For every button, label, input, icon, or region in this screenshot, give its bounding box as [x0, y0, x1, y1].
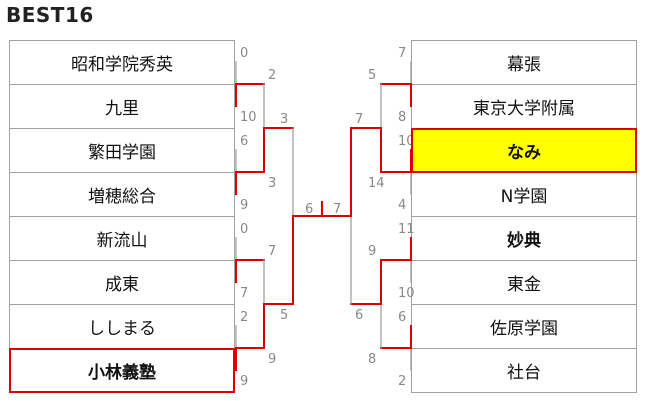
score-label: 0: [240, 46, 248, 61]
score-label: 9: [368, 244, 376, 259]
score-label: 10: [398, 134, 415, 149]
score-label: 3: [280, 112, 288, 127]
score-label: 5: [280, 308, 288, 323]
team-right-6: 東金: [411, 260, 637, 305]
team-left-3: 繁田学園: [9, 128, 235, 173]
score-label: 2: [398, 374, 406, 389]
score-label: 8: [368, 352, 376, 367]
score-label: 9: [240, 198, 248, 213]
team-right-5: 妙典: [411, 216, 637, 261]
team-left-5: 新流山: [9, 216, 235, 261]
score-label: 14: [368, 176, 385, 191]
score-label: 4: [398, 198, 406, 213]
score-label: 2: [268, 68, 276, 83]
team-right-3: なみ: [411, 128, 637, 173]
team-left-1: 昭和学院秀英: [9, 40, 235, 85]
team-left-6: 成東: [9, 260, 235, 305]
score-label: 6: [305, 202, 313, 217]
score-label: 9: [240, 374, 248, 389]
team-right-2: 東京大学附属: [411, 84, 637, 129]
score-label: 10: [398, 286, 415, 301]
score-label: 7: [355, 112, 363, 127]
score-label: 7: [240, 286, 248, 301]
team-right-4: N学園: [411, 172, 637, 217]
team-left-7: ししまる: [9, 304, 235, 349]
score-label: 5: [368, 68, 376, 83]
score-label: 6: [398, 310, 406, 325]
score-label: 8: [398, 110, 406, 125]
team-right-7: 佐原学園: [411, 304, 637, 349]
score-label: 10: [240, 110, 257, 125]
score-label: 9: [268, 352, 276, 367]
score-label: 3: [268, 176, 276, 191]
score-label: 6: [240, 134, 248, 149]
score-label: 7: [333, 202, 341, 217]
score-label: 6: [355, 308, 363, 323]
team-left-8: 小林義塾: [9, 348, 235, 393]
score-label: 7: [268, 244, 276, 259]
team-left-4: 増穂総合: [9, 172, 235, 217]
page-title: BEST16: [6, 3, 94, 27]
score-label: 0: [240, 222, 248, 237]
score-label: 2: [240, 310, 248, 325]
score-label: 7: [398, 46, 406, 61]
team-right-8: 社台: [411, 348, 637, 393]
score-label: 11: [398, 222, 415, 237]
team-left-2: 九里: [9, 84, 235, 129]
